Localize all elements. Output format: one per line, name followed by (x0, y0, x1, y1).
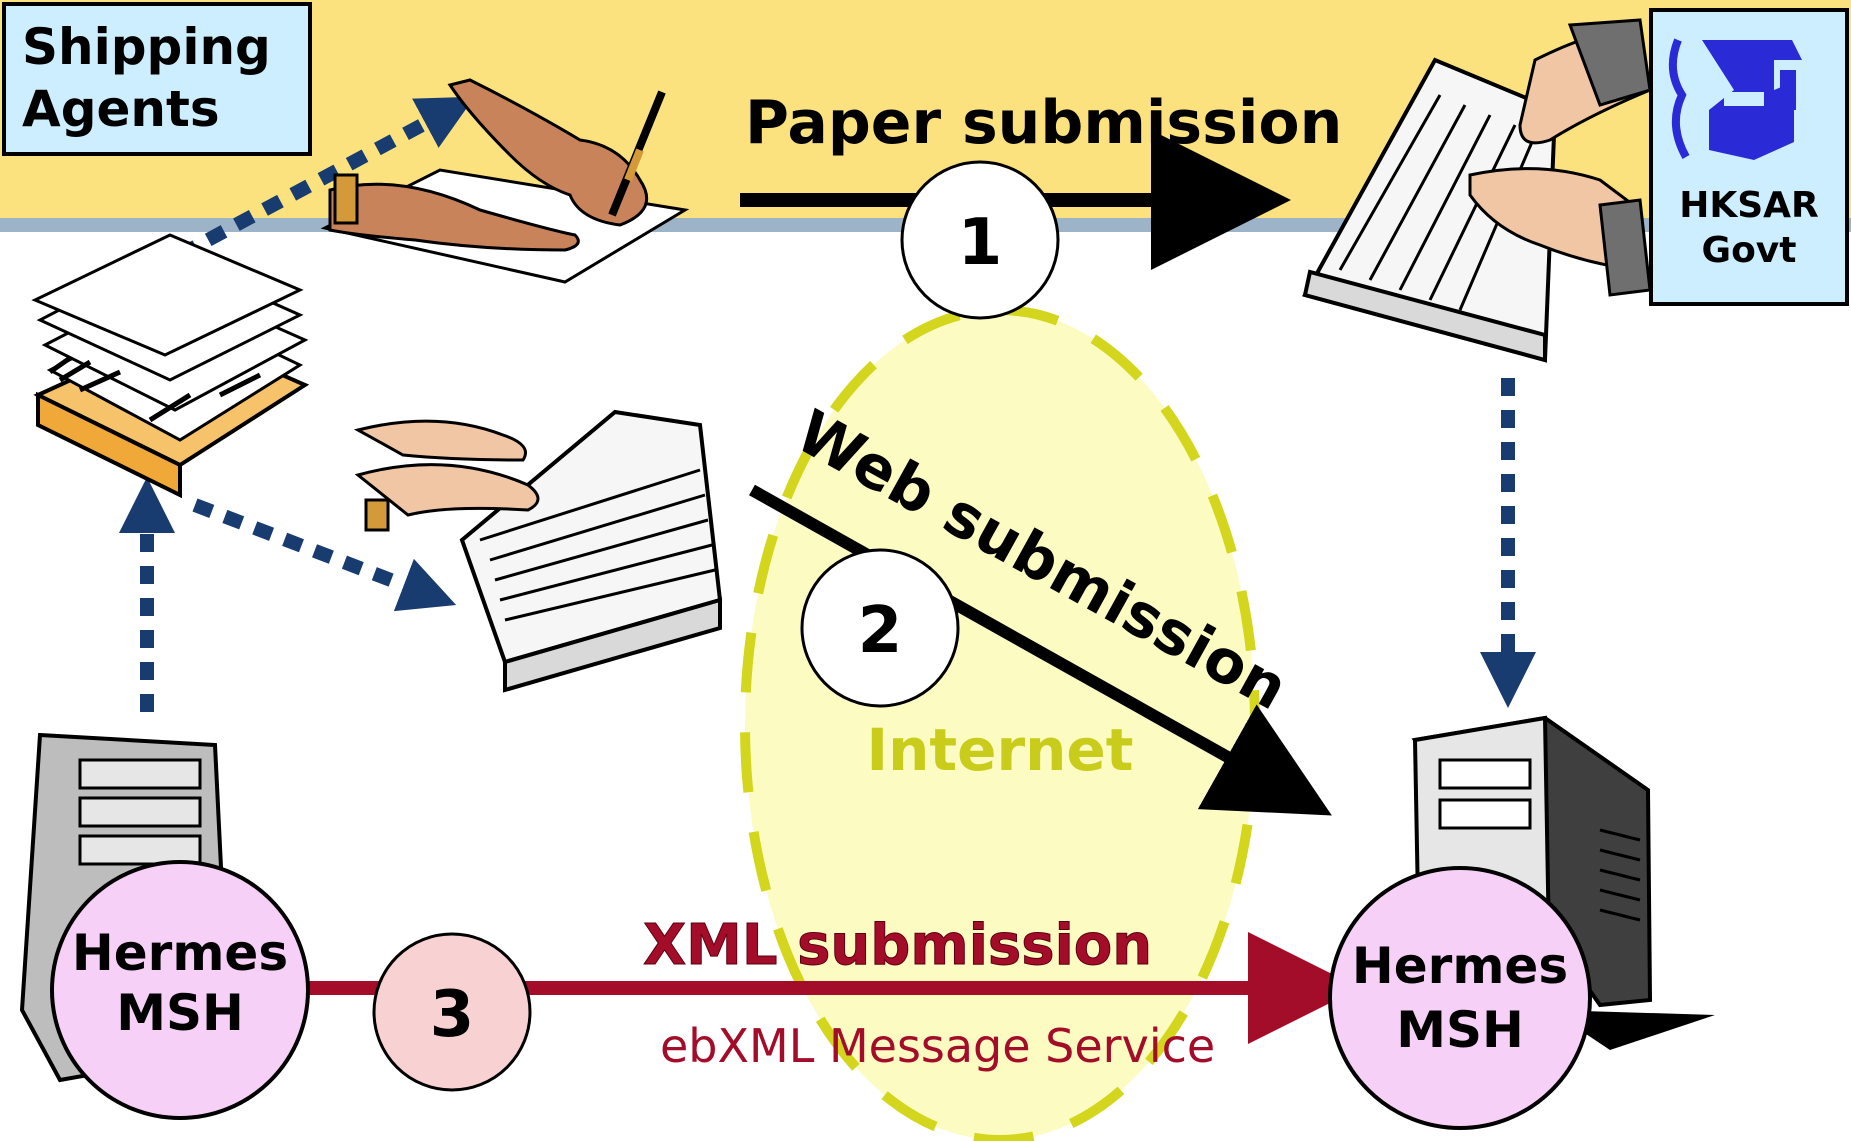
step-2-circle (800, 548, 960, 708)
step-2-number: 2 (858, 594, 903, 668)
msh-left-line1: Hermes (72, 924, 288, 982)
step-1-number: 1 (958, 206, 1003, 280)
step-3-circle (372, 932, 532, 1092)
msh-right-line1: Hermes (1352, 937, 1568, 995)
xml-sublabel: ebXML Message Service (660, 1019, 1215, 1073)
internet-label: Internet (867, 716, 1134, 784)
dotted-arrow-agents-to-web (192, 498, 457, 612)
xml-label: XML submission (643, 913, 1152, 978)
govt-logo-icon (1668, 38, 1802, 160)
msh-right-line2: MSH (1396, 1001, 1524, 1059)
shipping-agents-box: Shipping Agents (2, 2, 312, 156)
paper-stack-icon (31, 233, 310, 499)
govt-keyboard-icon (1302, 18, 1652, 363)
msh-left-line2: MSH (116, 984, 244, 1042)
step-1-circle (900, 160, 1060, 320)
paper-label: Paper submission (745, 88, 1342, 158)
writing-hand-icon (320, 78, 690, 284)
web-keyboard-icon (353, 409, 723, 693)
hermes-msh-right: Hermes MSH (1328, 866, 1592, 1130)
step-3-number: 3 (430, 978, 475, 1052)
govt-label-1: HKSAR (1679, 185, 1819, 226)
govt-label-2: Govt (1702, 230, 1797, 271)
shipping-agents-label-2: Agents (22, 80, 220, 138)
shipping-agents-label-1: Shipping (22, 18, 271, 76)
web-arrow (749, 484, 1332, 816)
hermes-msh-left: Hermes MSH (50, 860, 310, 1120)
hksar-govt-box: HKSAR Govt (1649, 8, 1849, 306)
